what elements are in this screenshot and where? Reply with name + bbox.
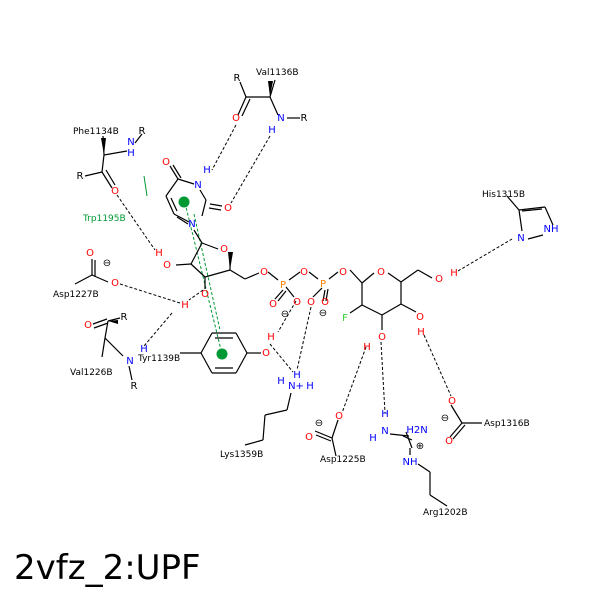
- label-phe1134: Phe1134B: [73, 127, 119, 137]
- atom-nh: NH: [403, 457, 418, 468]
- charge-minus: ⊖: [315, 418, 323, 429]
- atom-o: O: [339, 267, 347, 278]
- atom-nh: NH: [544, 224, 559, 235]
- atom-o: O: [201, 289, 209, 300]
- trp-contact-mark: [143, 175, 148, 197]
- atom-h: H: [363, 342, 371, 353]
- atom-labels: R O N H R R N H R O O H N O N O H O O H …: [77, 73, 559, 468]
- atom-h: H: [450, 268, 458, 279]
- label-arg1202: Arg1202B: [423, 508, 468, 518]
- atom-o: O: [260, 267, 268, 278]
- atom-n: N: [517, 233, 524, 244]
- label-val1226: Val1226B: [70, 368, 113, 378]
- atom-o: O: [111, 186, 119, 197]
- atom-o: O: [435, 274, 443, 285]
- atom-r: R: [131, 381, 138, 392]
- atom-o: O: [300, 267, 308, 278]
- charge-minus: ⊖: [441, 413, 449, 424]
- atom-o: O: [445, 436, 453, 447]
- atom-h: H: [203, 165, 211, 176]
- label-trp1195: Trp1195B: [82, 214, 126, 224]
- label-asp1227: Asp1227B: [53, 290, 99, 300]
- atom-h2n: H2N: [406, 425, 427, 436]
- atom-h: H: [267, 332, 275, 343]
- atom-o: O: [163, 260, 171, 271]
- hbond-lines: [116, 124, 513, 414]
- atom-h: H: [140, 344, 148, 355]
- atom-n: N: [277, 113, 284, 124]
- atom-p: P: [280, 280, 286, 291]
- charge-minus: ⊖: [319, 308, 327, 319]
- pi-stack-lines: [184, 202, 223, 355]
- atom-h: H: [417, 327, 425, 338]
- atom-n: N: [194, 180, 201, 191]
- structure-id-caption: 2vfz_2:UPF: [14, 548, 201, 588]
- atom-f: F: [342, 313, 348, 324]
- atom-o: O: [305, 432, 313, 443]
- uracil-ring-centroid: [178, 196, 190, 208]
- label-asp1316: Asp1316B: [484, 419, 530, 429]
- charge-minus: ⊖: [281, 309, 289, 320]
- atom-h: H: [369, 433, 377, 444]
- label-val1136: Val1136B: [256, 68, 299, 78]
- atom-o: O: [335, 411, 343, 422]
- atom-h: H: [127, 148, 135, 159]
- atom-h: H: [381, 409, 389, 420]
- atom-n: N: [381, 426, 388, 437]
- residue-labels: Val1136B Phe1134B Trp1195B His1315B Asp1…: [53, 68, 530, 518]
- label-tyr1139: Tyr1139B: [137, 354, 180, 364]
- atom-h: H: [268, 125, 276, 136]
- atom-o: O: [416, 312, 424, 323]
- label-asp1225: Asp1225B: [320, 455, 366, 465]
- atom-r: R: [139, 126, 146, 137]
- atom-h: H: [155, 248, 163, 259]
- tyr-ring-centroid: [216, 348, 228, 360]
- atom-r: R: [121, 312, 128, 323]
- charge-plus: ⊕: [416, 441, 424, 452]
- label-his1315: His1315B: [482, 190, 525, 200]
- atom-n: N: [188, 219, 195, 230]
- atom-h: H: [277, 376, 285, 387]
- atom-o: O: [321, 297, 329, 308]
- label-lys1359: Lys1359B: [220, 450, 263, 460]
- atom-n: N: [127, 137, 134, 148]
- atom-h: H: [181, 300, 189, 311]
- atom-o: O: [232, 113, 240, 124]
- atom-nplus: N+: [288, 381, 304, 392]
- atom-o: O: [86, 248, 94, 259]
- atom-o: O: [378, 332, 386, 343]
- atom-o: O: [111, 278, 119, 289]
- atom-r: R: [77, 171, 84, 182]
- bonds: [74, 79, 554, 507]
- atom-o: O: [307, 297, 315, 308]
- atom-o: O: [377, 267, 385, 278]
- atom-o: O: [84, 320, 92, 331]
- atom-o: O: [220, 244, 228, 255]
- atom-r: R: [301, 113, 308, 124]
- atom-r: R: [234, 73, 241, 84]
- atom-o: O: [262, 348, 270, 359]
- atom-h: H: [293, 370, 301, 381]
- atom-o: O: [269, 299, 277, 310]
- atom-o: O: [448, 396, 456, 407]
- atom-o: O: [162, 157, 170, 168]
- atom-o: O: [224, 203, 232, 214]
- charge-minus: ⊖: [103, 258, 111, 269]
- atom-o: O: [293, 297, 301, 308]
- atom-h: H: [306, 381, 314, 392]
- wedge-bonds: [101, 81, 273, 324]
- atom-n: N: [126, 356, 133, 367]
- atom-p: P: [320, 279, 326, 290]
